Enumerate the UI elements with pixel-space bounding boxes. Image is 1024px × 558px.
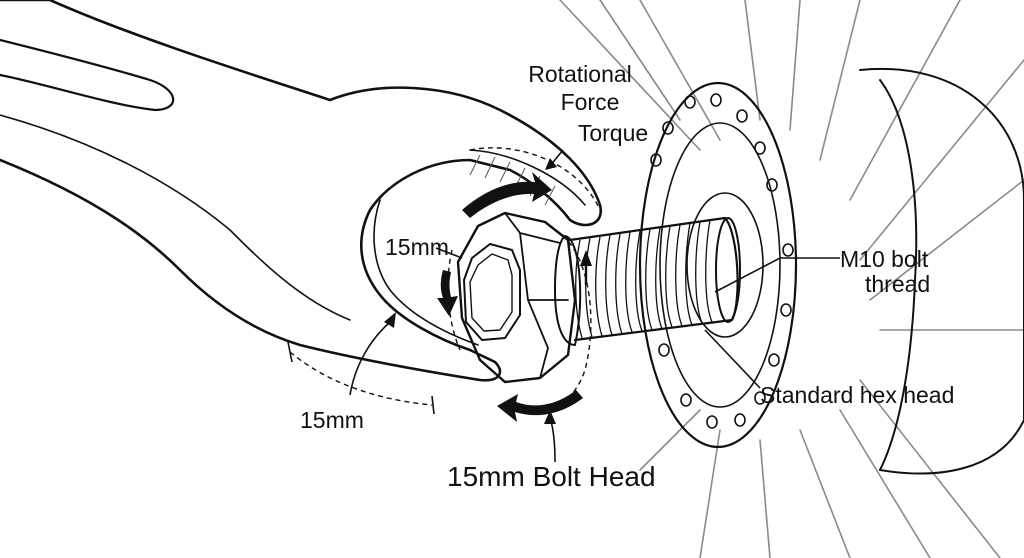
bolt-threads <box>575 219 713 339</box>
hex-head-label: Standard hex head <box>760 382 954 408</box>
labels: Rotational Force Torque 15mm 15mm M10 bo… <box>300 61 954 492</box>
thread-label-line2: thread <box>865 271 930 297</box>
spokes <box>559 0 1024 558</box>
hex-head-leader <box>704 329 761 389</box>
bolt-head-label: 15mm Bolt Head <box>447 461 656 492</box>
jaw-width-label: 15mm <box>385 234 449 260</box>
rotational-force-label: Rotational <box>528 61 632 87</box>
rotation-arrow-top <box>462 172 552 218</box>
jaw-width-leader <box>435 247 463 259</box>
torque-label: Torque <box>578 120 648 146</box>
hex-head <box>456 211 577 384</box>
thread-leader <box>714 257 840 293</box>
hub-flange <box>638 81 798 449</box>
rotational-force-label-line2: Force <box>561 89 620 115</box>
rotation-arrow-bottom <box>497 390 583 422</box>
leader-lines <box>287 149 840 463</box>
handle-width-label: 15mm <box>300 407 364 433</box>
rotation-arrow-left <box>437 270 458 316</box>
rotation-indicators <box>437 147 601 422</box>
wrench <box>0 0 603 382</box>
bolt <box>456 211 741 384</box>
handle-width-leader <box>349 321 391 396</box>
thread-label-line1: M10 bolt <box>840 246 929 272</box>
flange-holes <box>650 93 794 429</box>
bolt-head-leader <box>549 417 556 463</box>
